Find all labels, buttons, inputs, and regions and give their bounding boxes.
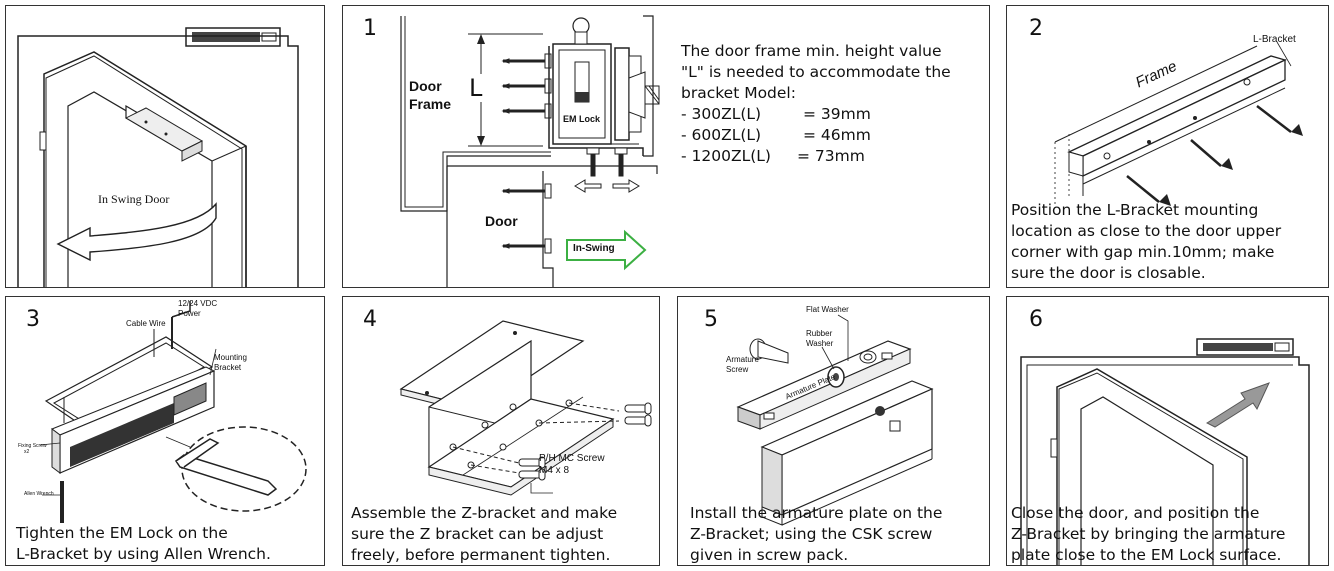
step-number: 6 [1029, 307, 1043, 332]
caption-line-2: location as close to the door upper [1011, 222, 1282, 240]
step-number: 5 [704, 307, 718, 332]
fixing-screw-label-1: Fixing Screw [18, 443, 47, 449]
caption-line-3: plate close to the EM Lock surface. [1011, 546, 1282, 564]
z-bracket-drawing [399, 320, 652, 496]
caption-line-2: L-Bracket by using Allen Wrench. [16, 545, 271, 563]
caption-line-3: freely, before permanent tighten. [351, 546, 611, 564]
rubber-washer-label-1: Rubber [806, 329, 833, 338]
mounting-bracket-label-2: Bracket [214, 363, 242, 372]
door-frame-label-2: Frame [409, 96, 452, 112]
caption-line-1: Assemble the Z-bracket and make [351, 504, 618, 522]
mounting-bracket-label-1: Mounting [214, 353, 247, 362]
desc-line-1: The door frame min. height value [681, 42, 942, 60]
model-600-value: = 46mm [803, 126, 871, 144]
caption-line-1: Position the L-Bracket mounting [1011, 201, 1259, 219]
model-1200-name: - 1200ZL(L) [681, 147, 771, 165]
caption-line-1: Tighten the EM Lock on the [16, 524, 228, 542]
armature-screw-label-1: Armature [726, 355, 759, 364]
fixing-screw-label-2: x2 [24, 449, 30, 455]
caption-line-4: sure the door is closable. [1011, 264, 1206, 282]
power-label-1: 12/24 VDC [178, 299, 218, 308]
caption-line-2: Z-Bracket; using the CSK screw [690, 525, 933, 543]
allen-wrench-label: Allen Wrench [24, 491, 54, 497]
screw-label-1: P/H MC Screw [539, 453, 605, 464]
caption-line-2: Z-Bracket by bringing the armature [1011, 525, 1286, 543]
l-bracket-label: L-Bracket [1253, 34, 1296, 45]
in-swing-door-label: In Swing Door [98, 192, 170, 206]
caption-line-3: corner with gap min.10mm; make [1011, 243, 1275, 261]
frame-screws [501, 53, 552, 254]
door-frame-label-1: Door [409, 78, 442, 94]
step-number: 2 [1029, 16, 1043, 41]
caption-line-1: Install the armature plate on the [690, 504, 943, 522]
panel-step-5: 5 Flat Washer Rubber Washer Armature Scr… [677, 296, 990, 566]
caption-line-3: given in screw pack. [690, 546, 849, 564]
model-1200-value: = 73mm [797, 147, 865, 165]
l-bracket-drawing [1054, 41, 1303, 206]
panel-step-1: 1 Door Frame L EM Lock Door In-Swing The… [342, 5, 990, 288]
step-number: 4 [363, 307, 377, 332]
model-300-value: = 39mm [803, 105, 871, 123]
armature-plate-drawing [736, 314, 934, 526]
rubber-washer-label-2: Washer [806, 339, 834, 348]
screw-label-2: M4 x 8 [539, 465, 570, 476]
flat-washer-label: Flat Washer [806, 305, 849, 314]
em-lock-install-drawing [39, 301, 307, 523]
door-overview-drawing [17, 27, 299, 287]
desc-line-3: bracket Model: [681, 84, 796, 102]
desc-line-2: "L" is needed to accommodate the [681, 63, 951, 81]
model-600-name: - 600ZL(L) [681, 126, 762, 144]
panel-step-2: 2 L-Bracket Frame Position the L-Bracket… [1006, 5, 1329, 288]
armature-screw-label-2: Screw [726, 365, 749, 374]
panel-step-4: 4 P/H MC Screw M4 x 8 Assemble the Z-bra… [342, 296, 660, 566]
caption-line-1: Close the door, and position the [1011, 504, 1260, 522]
in-swing-label: In-Swing [573, 243, 615, 254]
power-label-2: Power [178, 309, 201, 318]
step-number: 3 [26, 307, 40, 332]
caption-line-2: sure the Z bracket can be adjust [351, 525, 604, 543]
model-300-name: - 300ZL(L) [681, 105, 762, 123]
panel-step-3: 3 12/24 VDC Power Cable Wire Mounting Br… [5, 296, 325, 566]
door-label: Door [485, 213, 518, 229]
step-number: 1 [363, 16, 377, 41]
l-dimension-label: L [469, 74, 483, 102]
frame-section-drawing [400, 15, 660, 287]
panel-step-6: 6 Close the door, and position the Z-Bra… [1006, 296, 1329, 566]
panel-door-overview: In Swing Door [5, 5, 325, 288]
cable-wire-label: Cable Wire [126, 319, 166, 328]
em-lock-label: EM Lock [563, 114, 601, 124]
close-door-drawing [1020, 338, 1310, 565]
